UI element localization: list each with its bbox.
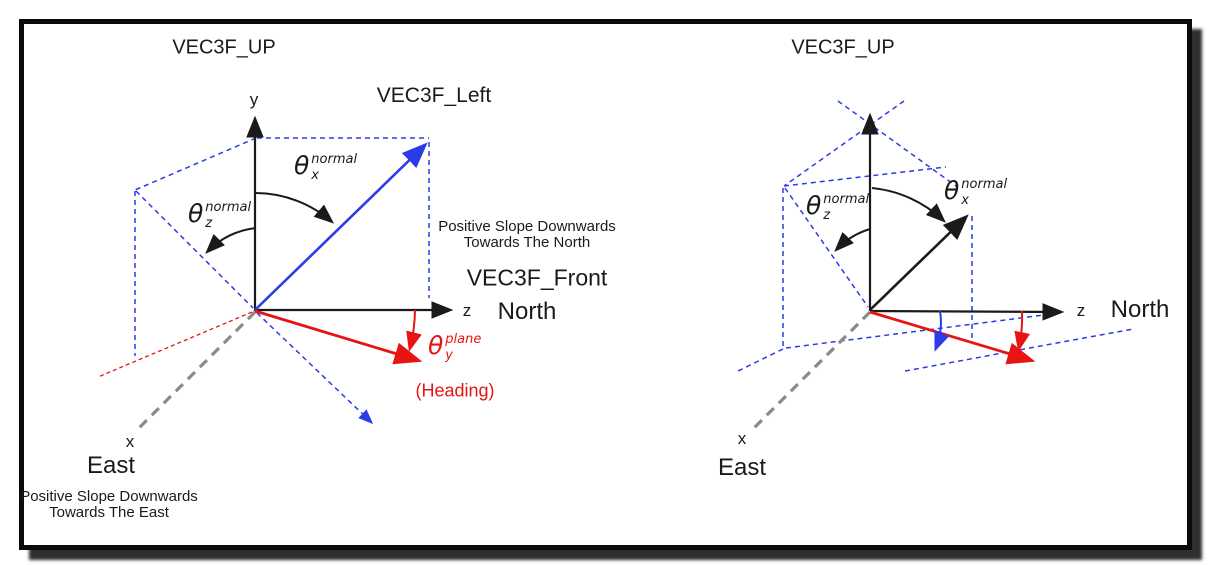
right-theta-z-arc [834,228,871,252]
right-north-label: North [1110,296,1170,323]
left-theta-y-arc [406,309,422,352]
left-theta-x-normal-label: θ normal x [294,151,358,183]
left-north-label: North [497,298,557,325]
right-z-axis-label: z [1076,301,1086,320]
right-normal-vector [869,214,969,311]
right-red-tilt-arc [1014,310,1031,352]
right-title-vec3f-up: VEC3F_UP [791,36,895,59]
left-east-label: East [86,452,136,479]
left-z-axis-label: z [462,301,472,320]
right-blue-tilt-arc [934,310,950,352]
left-plane-back-edge [134,137,257,191]
left-vec3f-left-label: VEC3F_Left [376,84,492,107]
right-plane-bottom-edge-long [785,314,1045,349]
left-theta-z-arc [205,227,257,254]
left-x-axis [134,310,257,433]
left-theta-z-normal-label: θ normal z [188,199,252,231]
right-z-axis [869,303,1065,321]
right-plane-bottom-left-edge [735,348,784,373]
left-east-slope-caption: Positive Slope Downwards Towards The Eas… [20,489,198,521]
right-plane-diagonal-to-origin [784,187,869,308]
right-x-axis [751,310,872,431]
left-x-axis-label: x [125,432,135,451]
right-theta-x-arc [871,187,946,223]
left-north-slope-caption: Positive Slope Downwards Towards The Nor… [438,219,616,251]
left-heading-label: (Heading) [415,380,495,401]
left-title-vec3f-up: VEC3F_UP [172,36,276,59]
right-plane-cross-line-2 [783,100,905,187]
slide-frame [19,19,1192,550]
left-theta-x-arc [255,192,335,224]
left-theta-y-plane-label: θ plane y [428,331,482,363]
right-east-label: East [717,454,767,481]
left-east-slope-caption-line2: Towards The East [49,504,169,521]
left-y-axis-label: y [249,90,259,109]
right-theta-z-normal-label: θ normal z [806,191,870,223]
right-heading-vector [869,310,1036,365]
right-plane-top-edge [783,166,947,187]
right-theta-x-normal-label: θ normal x [944,176,1008,208]
left-vec3f-left-vector [254,142,428,311]
right-plane-bottom-edge-front [904,328,1134,372]
left-east-slope-caption-line1: Positive Slope Downwards [20,488,198,505]
left-heading-back-extension [97,311,253,378]
right-plane-cross-line-1 [837,100,957,187]
right-x-axis-label: x [737,429,747,448]
left-vec3f-front-label: VEC3F_Front [466,264,608,291]
left-heading-vector [254,309,423,365]
left-north-slope-caption-line1: Positive Slope Downwards [438,218,616,235]
left-north-slope-caption-line2: Towards The North [463,234,591,251]
left-plane-diagonal-to-origin [135,190,254,309]
